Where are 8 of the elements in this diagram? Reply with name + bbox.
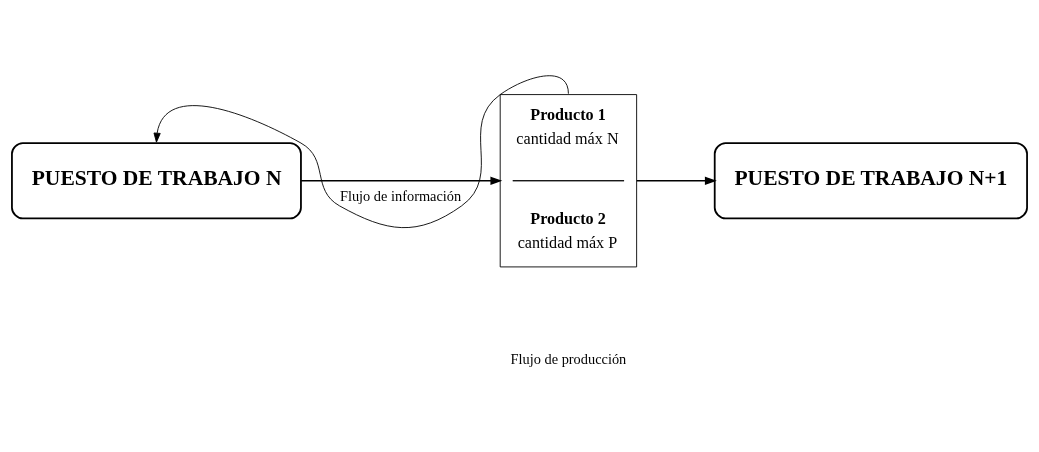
node-box: PUESTO DE TRABAJO N+1 (713, 142, 1028, 220)
arrow (636, 176, 717, 185)
node-box: Producto 1 cantidad máx N Producto 2 cantidad máx P (499, 94, 638, 268)
edge-label: Flujo de información (339, 188, 462, 205)
arrow (153, 75, 569, 229)
node-box: PUESTO DE TRABAJO N (11, 142, 302, 220)
label: Flujo de producción (510, 350, 627, 367)
arrow (300, 176, 503, 185)
